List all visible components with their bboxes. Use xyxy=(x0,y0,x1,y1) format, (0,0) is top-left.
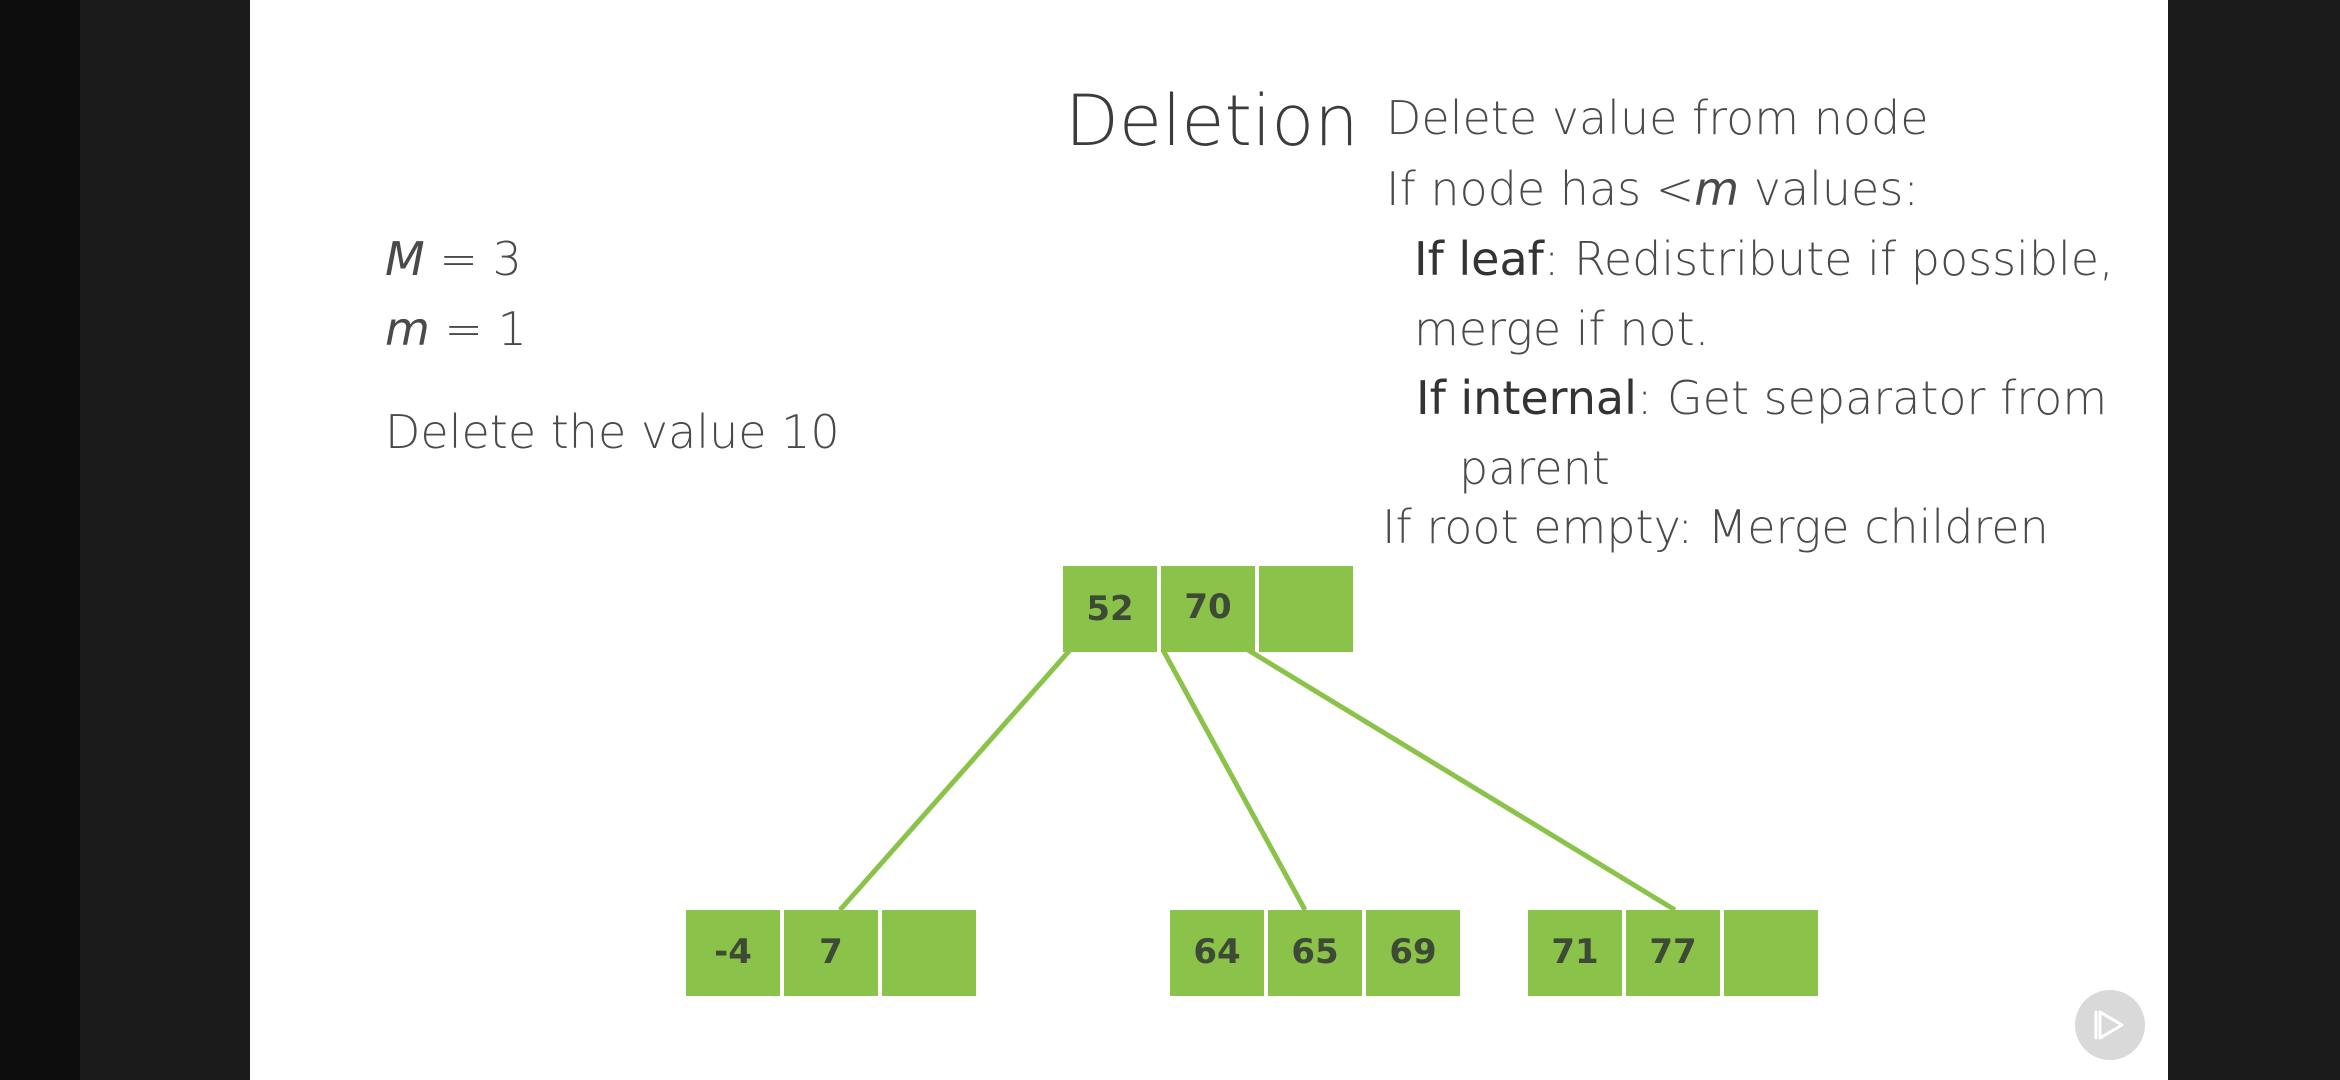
rule-leaf-text: : Redistribute if possible, xyxy=(1543,232,2114,286)
slide-area: Deletion M = 3 m = 1 Delete the value 10… xyxy=(250,0,2168,1080)
root-key-text: 52 xyxy=(1086,589,1133,629)
max-order-symbol: M xyxy=(385,232,425,286)
leaf-2-key-text: 64 xyxy=(1193,932,1240,972)
leaf-3-key-cell xyxy=(1626,910,1720,996)
rule-line-2: If node has <m values: xyxy=(1386,162,1919,216)
leaf-1-key-cell xyxy=(784,910,878,996)
leaf-2-key-text: 69 xyxy=(1389,932,1436,972)
leaf-3-key-cell xyxy=(1724,910,1818,996)
left-letterbox-inner xyxy=(80,0,250,1080)
rule-line-6: parent xyxy=(1459,441,1610,495)
rule-internal-text: : Get separator from xyxy=(1636,371,2108,425)
min-order-value: = 1 xyxy=(429,302,527,356)
rule-line-4: merge if not. xyxy=(1414,302,1710,356)
rule-line-7: If root empty: Merge children xyxy=(1382,500,2049,554)
rule-line-2-pre: If node has < xyxy=(1386,162,1695,216)
leaf-node-1: -4 7 xyxy=(686,910,976,996)
play-icon xyxy=(2094,1010,2124,1040)
tree-edges xyxy=(838,647,1677,913)
task-text: Delete the value 10 xyxy=(385,405,840,459)
leaf-3-key-text: 71 xyxy=(1551,932,1598,972)
rule-line-3: If leaf: Redistribute if possible, xyxy=(1414,232,2114,286)
edge-root-to-leaf-3 xyxy=(1246,647,1677,913)
max-order-value: = 3 xyxy=(424,232,522,286)
edge-root-to-leaf-1 xyxy=(838,648,1072,912)
rule-line-1: Delete value from node xyxy=(1386,91,1929,145)
root-node: 52 70 xyxy=(1063,566,1353,652)
leaf-1-key-text: -4 xyxy=(714,932,752,972)
root-key-cell xyxy=(1161,566,1255,652)
slide-title: Deletion xyxy=(1065,80,1359,162)
leaf-2-key-cell xyxy=(1268,910,1362,996)
leaf-1-key-cell xyxy=(882,910,976,996)
rule-internal-label: If internal xyxy=(1416,371,1637,425)
left-letterbox xyxy=(0,0,80,1080)
play-overlay-icon[interactable] xyxy=(2075,990,2145,1060)
leaf-node-2: 64 65 69 xyxy=(1170,910,1460,996)
root-key-cell xyxy=(1063,566,1157,652)
min-order-line: m = 1 xyxy=(385,302,527,356)
edge-root-to-leaf-2 xyxy=(1160,648,1308,912)
root-key-text: 70 xyxy=(1184,587,1231,627)
leaf-2-key-cell xyxy=(1170,910,1264,996)
leaf-node-3: 71 77 xyxy=(1528,910,1818,996)
leaf-1-key-text: 7 xyxy=(819,932,843,972)
rule-line-2-post: values: xyxy=(1739,162,1919,216)
rule-line-2-var: m xyxy=(1694,162,1740,216)
leaf-2-key-text: 65 xyxy=(1291,932,1338,972)
rule-leaf-label: If leaf xyxy=(1414,232,1544,286)
right-letterbox xyxy=(2168,0,2340,1080)
leaf-3-key-text: 77 xyxy=(1649,932,1696,972)
leaf-1-key-cell xyxy=(686,910,780,996)
root-key-cell xyxy=(1259,566,1353,652)
leaf-2-key-cell xyxy=(1366,910,1460,996)
max-order-line: M = 3 xyxy=(385,232,522,286)
leaf-3-key-cell xyxy=(1528,910,1622,996)
btree-diagram: 52 70 -4 7 64 65 69 71 77 xyxy=(686,566,1818,996)
min-order-symbol: m xyxy=(385,302,430,356)
rule-line-5: If internal: Get separator from xyxy=(1416,371,2107,425)
